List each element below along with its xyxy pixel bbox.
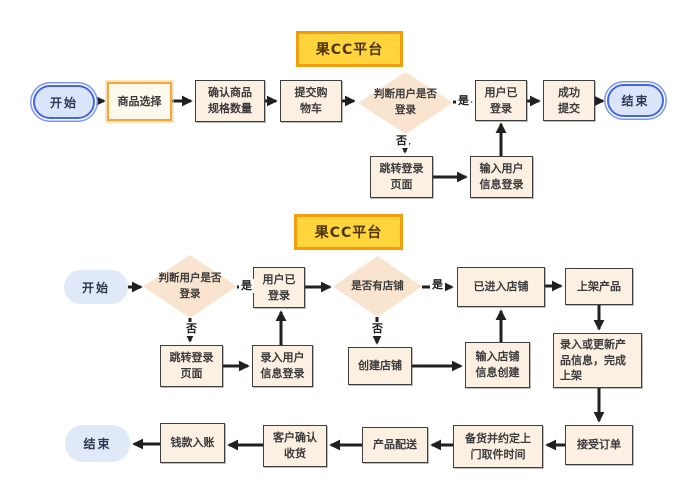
fc1-decision-check-login-label: 判断用户是否 登录	[374, 88, 437, 116]
fc1-node-product-select: 商品选择	[107, 82, 172, 121]
fc2-decision-check-login: 判断用户是否 登录	[143, 255, 237, 318]
fc2-node-confirm-receipt: 客户确认 收货	[263, 425, 327, 467]
fc1-node-jump-login: 跳转登录 页面	[370, 156, 433, 198]
fc1-start-terminator: 开始	[33, 85, 95, 119]
fc2-node-logged-in: 用户已 登录	[253, 267, 305, 308]
fc2-node-create-shop: 创建店铺	[348, 347, 412, 385]
fc1-branch-label-no: 否	[394, 134, 409, 149]
fc2-title-banner: 果CC平台	[294, 214, 403, 250]
fc2-branch-label-yes-login: 是	[239, 279, 254, 294]
fc2-branch-label-no-shop: 否	[370, 322, 385, 337]
fc2-decision-has-shop-label: 是否有店铺	[351, 279, 404, 292]
fc2-node-input-shop-info: 输入店铺 信息创建	[465, 342, 530, 388]
fc2-decision-has-shop: 是否有店铺	[333, 256, 422, 317]
fc2-node-input-user-info: 录入用户 信息登录	[252, 345, 313, 387]
fc2-node-list-product: 上架产品	[565, 268, 633, 305]
fc1-node-enter-user-info: 输入用户 信息登录	[470, 156, 533, 198]
fc2-decision-check-login-label: 判断用户是否 登录	[158, 271, 222, 300]
fc1-node-logged-in: 用户已 登录	[475, 80, 527, 121]
fc1-branch-label-yes: 是	[456, 94, 471, 109]
fc2-node-update-product-info: 录入或更新产 品信息，完成 上架	[553, 333, 642, 388]
fc1-node-success-submit: 成功 提交	[543, 80, 595, 121]
fc1-node-submit-cart: 提交购 物车	[280, 80, 342, 122]
fc2-branch-label-no-login: 否	[184, 322, 199, 337]
fc2-end-terminator: 结束	[65, 425, 130, 462]
fc2-node-entered-shop: 已进入店铺	[457, 267, 545, 307]
fc1-title-banner: 果CC平台	[296, 31, 403, 67]
fc2-node-prepare-pickup: 备货并约定上 门取件时间	[453, 425, 543, 468]
fc2-node-payment-received: 钱款入账	[160, 423, 225, 463]
fc1-decision-check-login: 判断用户是否 登录	[358, 72, 453, 134]
fc2-branch-label-yes-shop: 是	[430, 278, 445, 293]
fc2-node-jump-login: 跳转登录 页面	[160, 345, 223, 387]
fc2-node-product-delivery: 产品配送	[362, 427, 428, 463]
fc2-start-terminator: 开始	[64, 270, 128, 304]
fc1-node-confirm-specs: 确认商品 规格数量	[195, 80, 265, 122]
fc2-node-accept-order: 接受订单	[565, 425, 633, 465]
fc1-end-terminator: 结束	[607, 84, 664, 117]
